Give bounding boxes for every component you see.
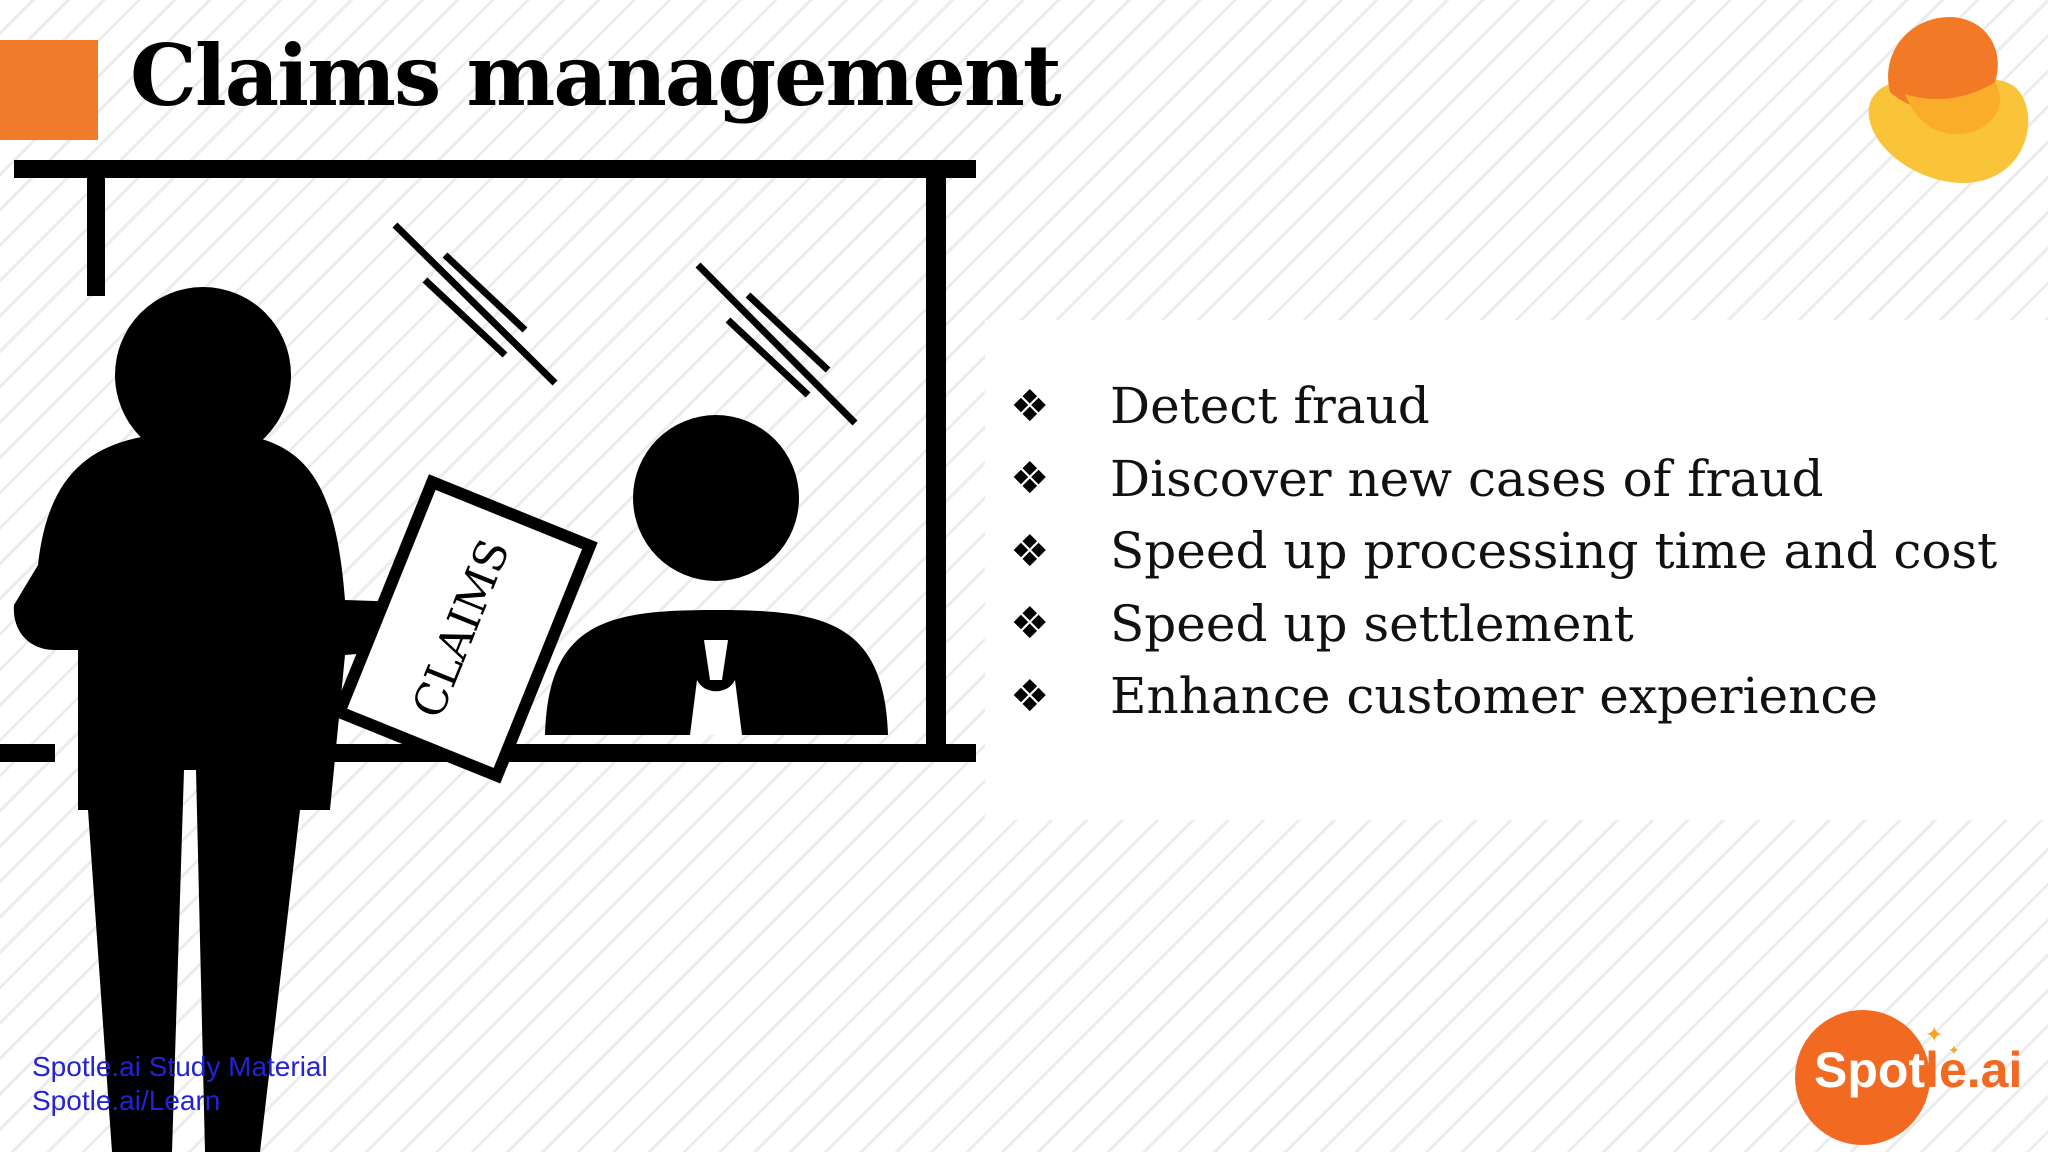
diamond-bullet-icon: ❖ xyxy=(1010,670,1050,722)
benefits-list: ❖ Detect fraud ❖ Discover new cases of f… xyxy=(1010,370,1997,733)
window-right-post xyxy=(926,176,946,756)
glass-reflection-lines xyxy=(392,222,858,426)
bullet-text: Enhance customer experience xyxy=(1110,667,1878,726)
sparkle-icon: ✦ xyxy=(1948,1043,1960,1059)
clerk-collar xyxy=(704,640,728,680)
watermark-line-2: Spotle.ai/Learn xyxy=(32,1085,221,1116)
sparkle-icon: ✦ xyxy=(1925,1023,1944,1048)
claims-form: CLAIMS xyxy=(331,474,598,784)
diamond-bullet-icon: ❖ xyxy=(1010,380,1050,432)
corner-blob-logo xyxy=(1868,17,2029,183)
clerk-head xyxy=(633,415,799,581)
list-item: ❖ Enhance customer experience xyxy=(1010,660,1997,733)
counter-bar-right xyxy=(305,744,976,762)
study-material-watermark: Spotle.ai Study Material Spotle.ai/Learn xyxy=(32,1050,328,1118)
claims-counter-illustration: CLAIMS xyxy=(0,160,976,1152)
bullet-text: Detect fraud xyxy=(1110,377,1430,436)
list-item: ❖ Speed up settlement xyxy=(1010,588,1997,661)
list-item: ❖ Discover new cases of fraud xyxy=(1010,443,1997,516)
title-accent-square xyxy=(0,40,98,140)
list-item: ❖ Speed up processing time and cost xyxy=(1010,515,1997,588)
customer-body xyxy=(13,432,420,1152)
slide-title: Claims management xyxy=(130,26,1062,125)
brand-circle xyxy=(1795,1010,1930,1145)
diamond-bullet-icon: ❖ xyxy=(1010,525,1050,577)
bullet-text: Speed up processing time and cost xyxy=(1110,522,1998,581)
bullet-text: Discover new cases of fraud xyxy=(1110,449,1824,508)
customer-head xyxy=(115,287,291,463)
brand-name-part1: Spot xyxy=(1814,1042,1926,1098)
watermark-line-1: Spotle.ai Study Material xyxy=(32,1051,328,1082)
window-top-bar xyxy=(14,160,976,178)
counter-bar-left xyxy=(0,744,55,762)
bullet-text: Speed up settlement xyxy=(1110,594,1634,653)
list-item: ❖ Detect fraud xyxy=(1010,370,1997,443)
brand-name-part2: le.ai xyxy=(1925,1042,2023,1098)
spotle-logo: ✦ ✦ Spotle.ai xyxy=(1790,1005,2040,1145)
text-panel-background xyxy=(985,320,2048,820)
clerk-tie-gap xyxy=(690,680,742,735)
window-left-post xyxy=(87,176,105,296)
diamond-bullet-icon: ❖ xyxy=(1010,453,1050,505)
brand-wordmark: Spotle.ai xyxy=(1814,1041,2022,1099)
diamond-bullet-icon: ❖ xyxy=(1010,598,1050,650)
